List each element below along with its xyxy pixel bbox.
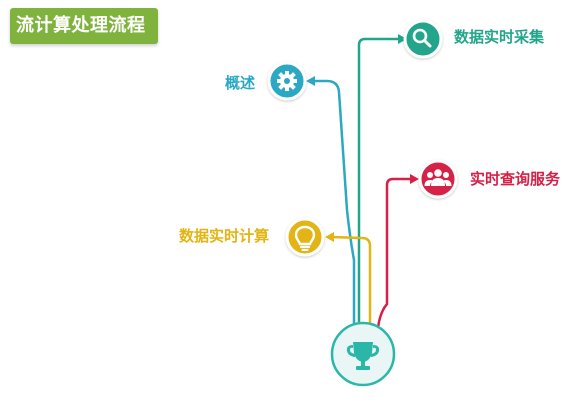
node-overview <box>267 61 307 101</box>
node-root <box>330 321 396 387</box>
arrow-overview <box>306 76 315 86</box>
gear-icon <box>277 71 297 91</box>
arrow-query <box>410 174 419 184</box>
connector-collect <box>357 37 407 330</box>
trophy-icon <box>346 342 380 370</box>
connector-compute <box>328 235 372 332</box>
search-icon <box>412 28 432 48</box>
lightbulb-icon <box>294 225 316 251</box>
title-banner <box>10 8 158 44</box>
label-collect: 数据实时采集 <box>454 28 545 46</box>
label-compute: 数据实时计算 <box>179 227 270 245</box>
page-title: 流计算处理流程 <box>16 15 146 36</box>
node-collect <box>403 19 443 59</box>
label-overview: 概述 <box>225 74 256 92</box>
users-icon <box>424 169 452 186</box>
connector-overview <box>309 79 356 332</box>
arrow-compute <box>325 232 334 242</box>
node-compute <box>285 217 325 257</box>
node-query <box>418 159 458 199</box>
arrow-collect <box>398 34 407 44</box>
connector-query <box>376 177 417 330</box>
label-query: 实时查询服务 <box>470 170 561 188</box>
